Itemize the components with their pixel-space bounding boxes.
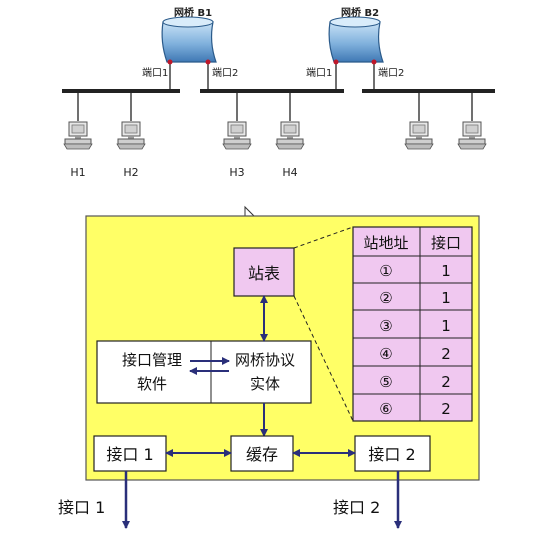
bridge-b2-label: 网桥 B2 (341, 6, 379, 19)
bridge-b2-icon (328, 21, 384, 63)
address-table-row-1-station: ① (379, 262, 392, 280)
host-h4-computer-icon (275, 121, 305, 150)
host-h3-computer-icon (222, 121, 252, 150)
address-table-header-station: 站地址 (363, 234, 408, 252)
address-table-row-1-interface: 1 (441, 262, 451, 280)
address-table-row-4-interface: 2 (441, 345, 451, 363)
bridge-b1-port1-dot (167, 59, 173, 65)
external-interface2-label: 接口 2 (333, 498, 380, 517)
mgmt-software-label-line2: 软件 (137, 375, 167, 393)
interface-1-label: 接口 1 (106, 445, 153, 464)
bridge-b2-port1-label: 端口1 (306, 66, 332, 79)
address-table-header-interface: 接口 (431, 234, 461, 252)
bridge-internals: 站表 站地址 接口 ① 1 ② 1 ③ 1 ④ 2 (58, 215, 480, 529)
host-h2-computer-icon (116, 121, 146, 150)
station-table-box (233, 247, 295, 297)
host-h2-label: H2 (123, 166, 138, 179)
bridge-b2-port1-dot (333, 59, 339, 65)
host-h1-computer-icon (63, 121, 93, 150)
bridge-b2: 网桥 B2 端口1 端口2 (306, 6, 404, 91)
buffer-box (230, 435, 294, 472)
host-h1-label: H1 (70, 166, 85, 179)
address-table-row-5-interface: 2 (441, 373, 451, 391)
mgmt-software-label-line1: 接口管理 (122, 351, 182, 369)
station-table-label: 站表 (248, 264, 280, 283)
address-table-row-6-interface: 2 (441, 400, 451, 418)
bridge-b1-port1-label: 端口1 (142, 66, 168, 79)
address-table: 站地址 接口 ① 1 ② 1 ③ 1 ④ 2 ⑤ 2 ⑥ 2 (352, 226, 473, 422)
address-table-row-2-station: ② (379, 289, 392, 307)
network-topology: 网桥 B1 端口1 端口2 网桥 B2 端口1 端口2 (62, 6, 495, 179)
bridge-b2-port2-label: 端口2 (378, 66, 404, 79)
interface-1-box (93, 435, 167, 472)
address-table-row-3-station: ③ (379, 317, 392, 335)
buffer-label: 缓存 (246, 445, 278, 464)
interface-2-label: 接口 2 (368, 445, 415, 464)
address-table-row-3-interface: 1 (441, 317, 451, 335)
interface-2-box (354, 435, 431, 472)
external-interface1-label: 接口 1 (58, 498, 105, 517)
protocol-entity-label-line2: 实体 (250, 375, 280, 393)
protocol-entity-label-line1: 网桥协议 (235, 351, 295, 369)
address-table-row-2-interface: 1 (441, 289, 451, 307)
address-table-row-4-station: ④ (379, 345, 392, 363)
bridge-b1-port2-label: 端口2 (212, 66, 238, 79)
bridge-b1: 网桥 B1 端口1 端口2 (142, 6, 238, 91)
host-h4-label: H4 (282, 166, 297, 179)
bridge-b2-port2-dot (371, 59, 377, 65)
address-table-row-6-station: ⑥ (379, 400, 392, 418)
host-6-computer-icon (457, 121, 487, 150)
bridge-b1-port2-dot (205, 59, 211, 65)
address-table-row-5-station: ⑤ (379, 373, 392, 391)
host-h3-label: H3 (229, 166, 244, 179)
bridge-b1-icon (161, 21, 217, 63)
host-5-computer-icon (404, 121, 434, 150)
bridge-b1-label: 网桥 B1 (174, 6, 212, 19)
